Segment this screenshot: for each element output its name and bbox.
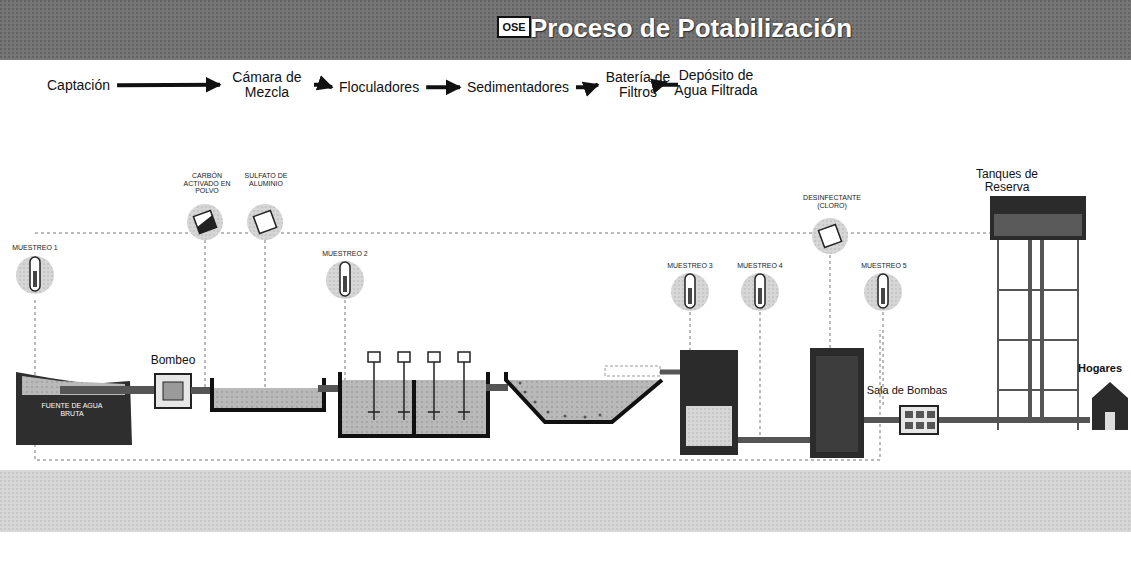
outlet-channel <box>605 366 660 376</box>
pipe <box>660 370 680 375</box>
title: Proceso de Potabilización <box>530 14 852 43</box>
part-label: MUESTREO 2 <box>322 250 368 258</box>
mixing-water <box>212 388 324 408</box>
mixing-chamber <box>212 378 324 410</box>
reserve-tank <box>990 196 1086 240</box>
step-label: Cámara de Mezcla <box>227 70 307 99</box>
part-label: DESINFECTANTE (CLORO) <box>798 194 866 209</box>
process-step: Floculadores <box>336 78 422 97</box>
filter-battery <box>680 350 738 455</box>
water-source <box>16 372 132 445</box>
flow-arrow <box>117 83 220 88</box>
filtered-water-deposit <box>810 348 864 458</box>
house <box>1092 382 1128 430</box>
chemical-dispensers <box>187 204 848 254</box>
pumps <box>905 411 935 429</box>
step-label: Sedimentadores <box>467 80 569 95</box>
process-step: Captación <box>44 76 113 95</box>
process-step: Sedimentadores <box>464 78 572 97</box>
process-step: Batería de Filtros <box>602 68 674 101</box>
reserve-water <box>994 214 1082 236</box>
part-label: Tanques de Reserva <box>962 168 1052 194</box>
pipe <box>864 417 1090 423</box>
pump-room <box>900 406 938 434</box>
part-label: Bombeo <box>145 354 201 367</box>
part-label: Hogares <box>1074 362 1126 374</box>
tank-tower <box>998 240 1078 430</box>
pipe <box>738 437 812 443</box>
filter-bed <box>686 406 732 446</box>
flow-arrow <box>576 85 598 88</box>
flow-arrow <box>314 85 332 88</box>
logo: OSE <box>497 16 531 38</box>
pump-core <box>163 382 183 400</box>
pipe <box>486 384 508 391</box>
dashed-lines <box>35 233 1000 460</box>
process-step: Depósito de Agua Filtrada <box>670 66 762 99</box>
ground-band <box>0 470 1131 532</box>
part-label: MUESTREO 1 <box>12 244 58 252</box>
process-step: Cámara de Mezcla <box>224 68 310 101</box>
pump <box>155 374 191 408</box>
part-label: CARBÓN ACTIVADO EN POLVO <box>176 172 238 195</box>
sampling-icons <box>16 256 902 311</box>
part-label: MUESTREO 4 <box>736 262 784 270</box>
title-band <box>0 0 1131 60</box>
flow-arrow <box>426 85 460 89</box>
part-label: FUENTE DE AGUA BRUTA <box>40 402 104 417</box>
part-label: Sala de Bombas <box>866 384 948 396</box>
step-label: Floculadores <box>339 80 419 95</box>
pipe <box>191 387 213 394</box>
part-label: MUESTREO 3 <box>666 262 714 270</box>
part-label: SULFATO DE ALUMINIO <box>238 172 294 187</box>
step-label: Batería de Filtros <box>605 70 671 99</box>
deposit-inner <box>816 356 858 452</box>
house-door <box>1105 412 1115 430</box>
sediment-particles <box>519 382 602 419</box>
part-label: MUESTREO 5 <box>860 262 908 270</box>
intake-pipe <box>60 386 160 394</box>
flocculator-paddles <box>368 352 470 420</box>
step-label: Captación <box>47 78 110 93</box>
step-label: Depósito de Agua Filtrada <box>673 68 759 97</box>
flocculator-tank <box>340 372 488 436</box>
sedimentator-tank <box>506 372 662 422</box>
